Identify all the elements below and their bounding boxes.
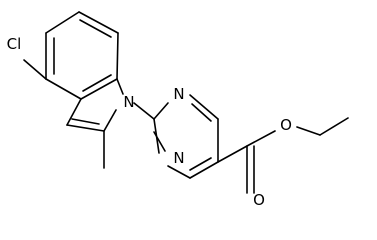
bond-c6-n1 <box>167 165 191 179</box>
pyrimidine-ring <box>153 94 219 179</box>
bond-c6-c5 <box>45 11 80 34</box>
ester-carbonyl-oxygen-label: O <box>253 191 265 208</box>
chlorine-atom-label: Cl <box>7 35 22 53</box>
bond-n1-c2 <box>103 109 117 132</box>
bond-n3-c4 <box>189 94 219 120</box>
bond-c7a-c7 <box>116 32 119 80</box>
bond-c3a-c7a <box>80 78 118 100</box>
bond-n3-c4-inner <box>191 103 212 122</box>
bond-c5-c6-inner <box>189 157 212 171</box>
molecule-structure-drawing: Cl N N N O O <box>7 11 349 208</box>
bond-c2-c3-inner <box>71 118 100 125</box>
benzene-ring <box>45 11 119 100</box>
bond-c7a-n1 <box>116 78 124 95</box>
bond-c7-c6 <box>78 11 119 34</box>
bond-c5-carbonyl <box>217 145 248 163</box>
pyrimidine-nitrogen-top-label: N <box>173 85 184 103</box>
indole-nitrogen-label: N <box>123 93 134 111</box>
bond-c4-c3a <box>45 78 82 100</box>
bond-o-ch2 <box>296 126 321 136</box>
bond-c6-c6-inner <box>79 19 112 38</box>
bond-n1-c2-inner <box>153 118 160 154</box>
bond-c3-c3a <box>66 98 82 126</box>
pyrrole-ring <box>66 78 124 132</box>
bond-c5-c6 <box>189 161 219 179</box>
bond-n1-pyrimidine-c2 <box>133 102 155 120</box>
bond-carbonyl-o-single <box>246 130 276 147</box>
ester-single-oxygen-label: O <box>280 116 292 134</box>
ethyl-ester-group <box>217 117 349 194</box>
bond-ch2-ch3 <box>319 117 349 136</box>
bond-c3a-c7a-inner <box>82 74 112 92</box>
bond-c4-cl <box>23 59 47 80</box>
bond-c2-c3 <box>66 124 105 132</box>
pyrimidine-nitrogen-bottom-label: N <box>173 149 184 167</box>
bond-c2-n3 <box>153 102 169 120</box>
